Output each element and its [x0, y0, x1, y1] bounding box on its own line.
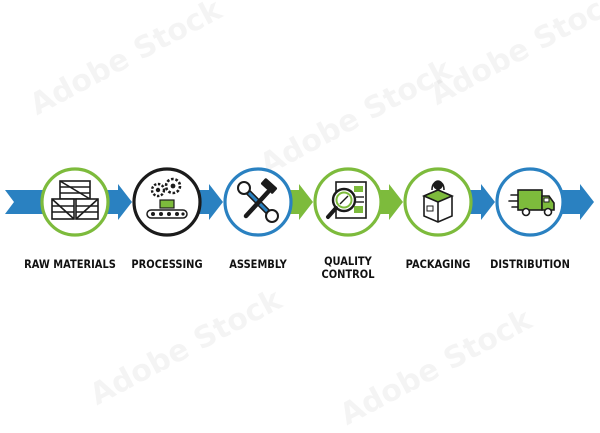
delivery-truck-icon	[508, 189, 555, 217]
step-label-processing: PROCESSING	[131, 257, 203, 271]
step-label-quality-control: QUALITY CONTROL	[321, 254, 375, 281]
crate-icon	[51, 180, 99, 220]
step-label-packaging: PACKAGING	[405, 257, 471, 271]
step-label-distribution: DISTRIBUTION	[490, 257, 570, 271]
wrench-hammer-icon	[237, 178, 279, 223]
package-icon	[421, 180, 455, 223]
flow-arrow-tail	[5, 190, 50, 214]
step-label-assembly: ASSEMBLY	[229, 257, 287, 271]
magnifier-document-icon	[326, 181, 367, 219]
process-flow-diagram	[5, 167, 594, 237]
conveyor-gears-icon	[146, 177, 188, 219]
step-label-raw-materials: RAW MATERIALS	[24, 257, 116, 271]
